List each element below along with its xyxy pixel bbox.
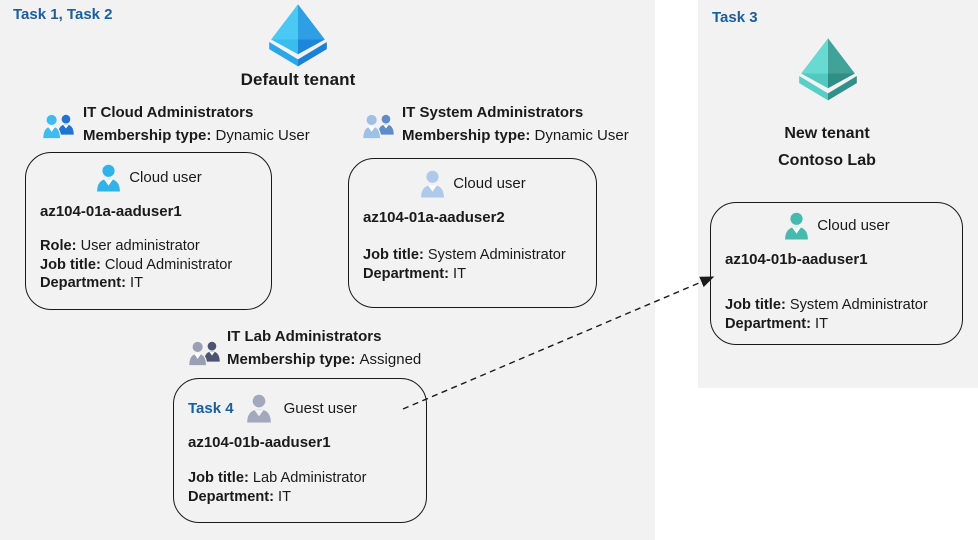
- group-membership-lab-admins: Membership type:Assigned: [227, 351, 421, 368]
- group-name-cloud-admins: IT Cloud Administrators: [83, 104, 254, 121]
- default-tenant-panel: [0, 0, 655, 540]
- card-header: Cloud user: [363, 167, 582, 200]
- user-name: az104-01a-aaduser1: [40, 203, 182, 220]
- field-job-title: Job title:System Administrator: [363, 246, 582, 265]
- field-value: Cloud Administrator: [104, 256, 233, 273]
- field-label: Department:: [188, 488, 274, 505]
- guest-user-card: Task 4 Guest user az104-01b-aaduser1 Job…: [173, 378, 427, 523]
- default-tenant-title: Default tenant: [240, 70, 356, 89]
- task-1-2-label: Task 1, Task 2: [13, 6, 113, 23]
- field-label: Job title:: [725, 297, 786, 313]
- field-department: Department:IT: [188, 488, 412, 507]
- user-type-label: Cloud user: [817, 217, 890, 234]
- user-type-label: Cloud user: [453, 175, 526, 192]
- field-label: Job title:: [188, 470, 249, 486]
- task-3-label: Task 3: [712, 9, 758, 26]
- cloud-user-icon: [783, 211, 810, 241]
- user-fields: Job title:System Administrator Departmen…: [725, 296, 948, 333]
- card-header: Cloud user: [40, 161, 257, 194]
- field-label: Department:: [363, 265, 449, 282]
- user-fields: Job title:System Administrator Departmen…: [363, 246, 582, 283]
- field-value: IT: [453, 265, 467, 282]
- group-icon-lab-admins: [187, 338, 223, 369]
- membership-type-value: Assigned: [359, 351, 422, 368]
- user-card-aaduser2: Cloud user az104-01a-aaduser2 Job title:…: [348, 158, 597, 308]
- new-tenant-line2: Contoso Lab: [778, 152, 876, 169]
- group-icon-cloud-admins: [41, 111, 77, 142]
- field-role: Role:User administrator: [40, 237, 257, 256]
- task-4-label: Task 4: [188, 399, 234, 417]
- group-name-lab-admins: IT Lab Administrators: [227, 328, 382, 345]
- cloud-user-icon: [95, 163, 122, 193]
- azure-tenant-blue-icon: [263, 3, 333, 67]
- user-name: az104-01a-aaduser2: [363, 209, 505, 226]
- field-value: User administrator: [80, 238, 200, 254]
- card-header: Task 4 Guest user: [188, 391, 412, 425]
- field-label: Role:: [40, 238, 77, 254]
- field-value: IT: [815, 315, 829, 332]
- new-tenant-line1: New tenant: [784, 125, 870, 142]
- azure-tenant-teal-icon: [794, 37, 862, 101]
- new-tenant-user-card: Cloud user az104-01b-aaduser1 Job title:…: [710, 202, 963, 345]
- field-department: Department:IT: [40, 274, 257, 293]
- user-type-label: Cloud user: [129, 169, 202, 186]
- user-card-aaduser1: Cloud user az104-01a-aaduser1 Role:User …: [25, 152, 272, 310]
- membership-type-value: Dynamic User: [215, 127, 310, 144]
- field-value: IT: [130, 275, 144, 291]
- user-name: az104-01b-aaduser1: [725, 251, 868, 268]
- group-membership-cloud-admins: Membership type:Dynamic User: [83, 127, 310, 144]
- field-label: Department:: [40, 275, 126, 291]
- cloud-user-icon: [419, 169, 446, 199]
- group-membership-system-admins: Membership type:Dynamic User: [402, 127, 629, 144]
- field-value: System Administrator: [427, 247, 566, 263]
- membership-type-value: Dynamic User: [534, 127, 629, 144]
- field-job-title: Job title:Cloud Administrator: [40, 256, 257, 275]
- new-tenant-title: New tenant Contoso Lab: [727, 120, 927, 174]
- user-type-label: Guest user: [283, 399, 357, 417]
- field-label: Department:: [725, 315, 811, 332]
- user-fields: Job title:Lab Administrator Department:I…: [188, 469, 412, 506]
- field-value: IT: [278, 488, 292, 505]
- field-job-title: Job title:Lab Administrator: [188, 469, 412, 488]
- user-name: az104-01b-aaduser1: [188, 434, 331, 451]
- membership-type-label: Membership type:: [83, 127, 212, 144]
- membership-type-label: Membership type:: [402, 127, 531, 144]
- guest-user-icon: [245, 393, 273, 424]
- membership-type-label: Membership type:: [227, 351, 356, 368]
- field-label: Job title:: [40, 256, 101, 273]
- field-label: Job title:: [363, 247, 424, 263]
- field-department: Department:IT: [725, 315, 948, 334]
- group-name-system-admins: IT System Administrators: [402, 104, 584, 121]
- card-header: Cloud user: [725, 209, 948, 242]
- field-value: Lab Administrator: [252, 470, 367, 486]
- field-value: System Administrator: [789, 297, 928, 313]
- field-department: Department:IT: [363, 265, 582, 284]
- group-icon-system-admins: [361, 111, 397, 142]
- user-fields: Role:User administrator Job title:Cloud …: [40, 237, 257, 293]
- field-job-title: Job title:System Administrator: [725, 296, 948, 315]
